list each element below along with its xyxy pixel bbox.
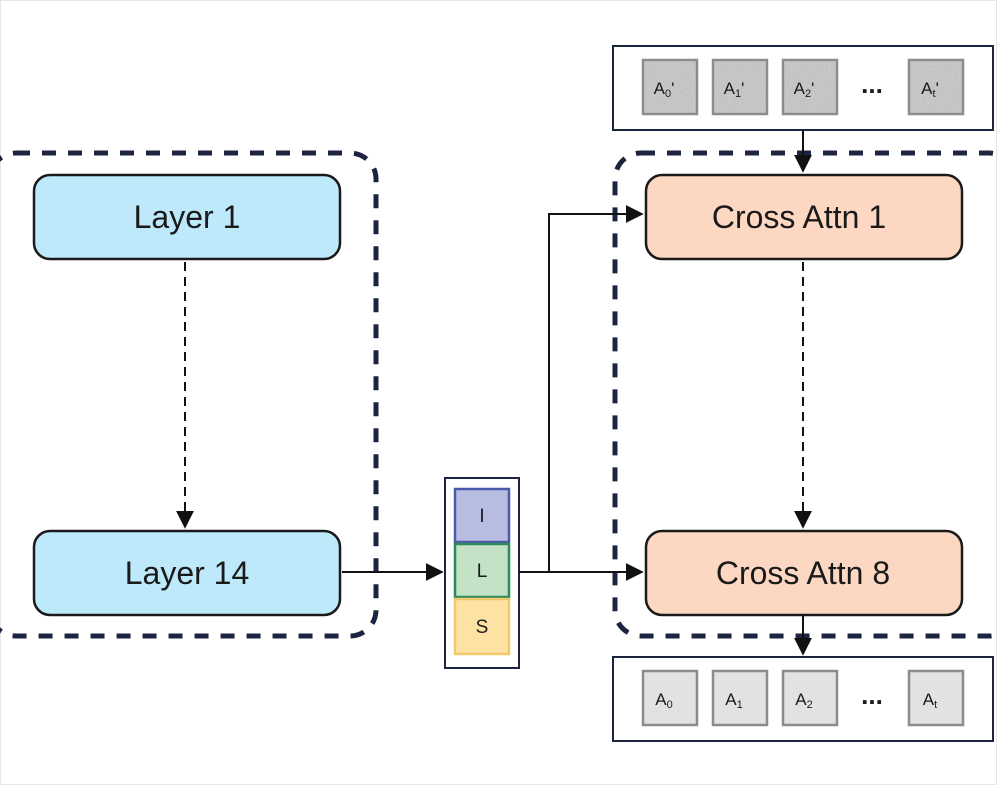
encoder-group-outline bbox=[0, 150, 379, 639]
clean-token-2-label: A2 bbox=[795, 690, 812, 711]
layer-1-label: Layer 1 bbox=[134, 199, 241, 235]
noisy-token-0-label: A0' bbox=[654, 79, 675, 100]
layer-1-block: Layer 1 bbox=[32, 173, 342, 261]
noisy-token-3: At' bbox=[907, 58, 965, 116]
cross-attn-8-block: Cross Attn 8 bbox=[644, 529, 964, 617]
clean-token-2: A2 bbox=[781, 669, 839, 727]
fusion-cell-s-label: S bbox=[476, 617, 489, 638]
layer-14-block: Layer 14 bbox=[32, 529, 342, 617]
clean-token-panel: A0 A1 A2 At... bbox=[612, 656, 994, 742]
clean-token-1: A1 bbox=[711, 669, 769, 727]
noisy-token-panel: A0' A1' A2' At'... bbox=[612, 45, 994, 131]
fusion-cell-i: I bbox=[453, 487, 511, 544]
clean-token-3: At bbox=[907, 669, 965, 727]
fusion-cell-i-label: I bbox=[479, 506, 484, 527]
cross-attn-8-label: Cross Attn 8 bbox=[716, 555, 890, 591]
noisy-token-1: A1' bbox=[711, 58, 769, 116]
fusion-cell-l-label: L bbox=[477, 561, 488, 582]
clean-token-0-label: A0 bbox=[655, 690, 672, 711]
fusion-vector: I L S bbox=[444, 477, 520, 669]
noisy-token-3-label: At' bbox=[921, 79, 939, 100]
fusion-cell-l: L bbox=[453, 542, 511, 599]
noisy-token-2-label: A2' bbox=[794, 79, 815, 100]
clean-token-3-label: At bbox=[923, 690, 937, 711]
noisy-token-1-label: A1' bbox=[724, 79, 745, 100]
decoder-group-outline bbox=[612, 150, 997, 639]
fusion-to-cross-attn-1-arrow bbox=[548, 205, 644, 572]
noisy-ellipsis: ... bbox=[861, 69, 883, 99]
fusion-cell-s: S bbox=[453, 597, 511, 656]
noisy-token-0: A0' bbox=[641, 58, 699, 116]
cross-attn-1-block: Cross Attn 1 bbox=[644, 173, 964, 261]
clean-token-1-label: A1 bbox=[725, 690, 742, 711]
layer-14-label: Layer 14 bbox=[125, 555, 250, 591]
noisy-token-2: A2' bbox=[781, 58, 839, 116]
cross-attn-1-label: Cross Attn 1 bbox=[712, 199, 886, 235]
clean-ellipsis: ... bbox=[861, 680, 883, 710]
clean-token-0: A0 bbox=[641, 669, 699, 727]
